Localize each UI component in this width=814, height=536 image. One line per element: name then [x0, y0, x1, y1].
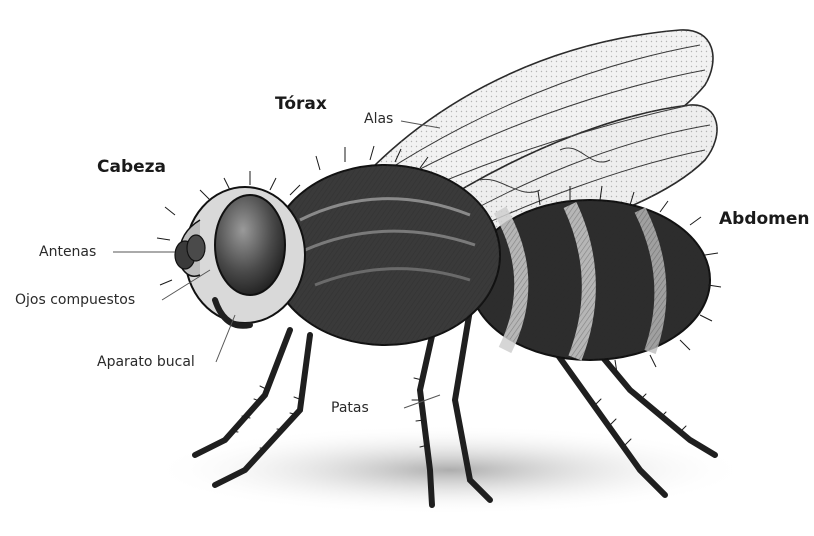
- label-mouthparts: Aparato bucal: [97, 355, 195, 369]
- label-legs: Patas: [331, 401, 369, 415]
- label-compound-eyes: Ojos compuestos: [15, 293, 135, 307]
- label-thorax: Tórax: [275, 96, 327, 113]
- compound-eye: [215, 195, 285, 295]
- label-head: Cabeza: [97, 159, 166, 176]
- label-antennae: Antenas: [39, 245, 96, 259]
- abdomen: [470, 200, 710, 360]
- head: [175, 187, 305, 326]
- label-abdomen: Abdomen: [719, 211, 810, 228]
- label-wings: Alas: [364, 112, 393, 126]
